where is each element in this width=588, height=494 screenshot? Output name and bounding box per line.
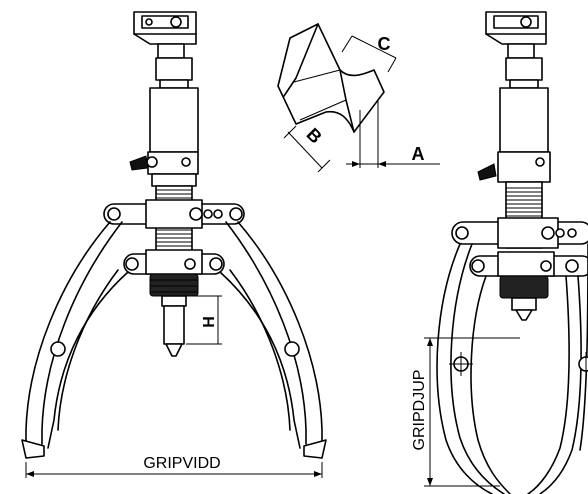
label-c: C <box>378 34 391 54</box>
h-dimension <box>186 295 222 345</box>
plunger-tip <box>161 295 187 357</box>
front-view-puller: H GRIPVIDD <box>21 11 327 478</box>
label-a: A <box>412 144 425 164</box>
upper-crossbar <box>103 199 245 229</box>
jaw-detail <box>277 23 440 173</box>
label-gripvidd: GRIPVIDD <box>143 455 220 472</box>
gripvidd-dimension <box>25 462 323 478</box>
lower-crossbar <box>123 249 225 275</box>
label-h: H <box>201 316 218 328</box>
side-view-puller <box>424 11 588 494</box>
label-gripdjup: GRIPDJUP <box>411 370 428 451</box>
knurled-nut <box>149 273 199 297</box>
hydraulic-cylinder <box>129 57 199 187</box>
puller-arms <box>21 221 327 459</box>
pump-handle <box>133 11 197 59</box>
label-b: B <box>303 124 326 147</box>
